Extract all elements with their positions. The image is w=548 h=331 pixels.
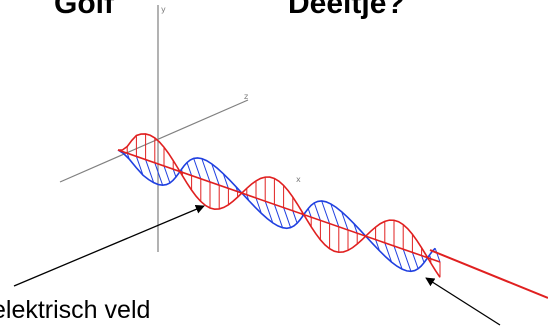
magnetic-field-vector — [375, 239, 381, 252]
magnetic-field-vector — [154, 162, 164, 186]
magnetic-field-vector — [211, 163, 220, 186]
magnetic-field-vector — [135, 156, 144, 176]
propagation-axis — [429, 249, 548, 299]
magnetic-field-vector — [264, 201, 274, 224]
magnetic-field-vector — [384, 242, 393, 263]
propagation-line — [117, 149, 441, 263]
magnetic-field-vector — [321, 200, 331, 224]
z-axis — [59, 99, 249, 183]
magnetic-field-vector — [402, 249, 412, 272]
magnetic-field-vector — [273, 204, 284, 228]
pointer-arrow-right — [425, 277, 501, 326]
x-axis-label: x — [296, 175, 301, 184]
magnetic-field-vector — [145, 159, 155, 183]
label-elektrisch-veld: elektrisch veld — [0, 296, 151, 324]
electric-field-wave — [117, 133, 441, 278]
magnetic-field-vector — [201, 158, 211, 183]
magnetic-field-vector — [163, 165, 171, 184]
magnetic-field-vector — [193, 158, 202, 179]
magnetic-field-vector — [330, 203, 340, 227]
magnetic-field-vector — [313, 202, 321, 221]
magnetic-field-vector — [255, 197, 262, 214]
y-axis-label: y — [161, 5, 166, 14]
magnetic-field-vector — [283, 207, 292, 228]
magnetic-field-vector — [411, 252, 419, 269]
magnetic-field-vector — [341, 211, 349, 231]
magnetic-field-vector — [393, 245, 403, 270]
magnetic-field-vector — [292, 210, 298, 224]
magnetic-field-vector — [421, 255, 425, 263]
magnetic-field-vector — [434, 248, 441, 263]
magnetic-field-wave — [117, 149, 441, 273]
electric-field-envelope — [117, 133, 441, 278]
magnetic-field-vector — [172, 169, 177, 178]
z-axis-label: z — [244, 92, 248, 101]
magnetic-field-vector — [307, 208, 312, 218]
magnetic-field-vector — [222, 173, 229, 189]
label-golf: Golf — [54, 0, 114, 20]
magnetic-field-envelope — [117, 149, 436, 273]
label-deeltje: Deeltje? — [288, 0, 405, 20]
pointer-arrow-left — [13, 204, 205, 287]
magnetic-field-vector — [186, 162, 193, 176]
